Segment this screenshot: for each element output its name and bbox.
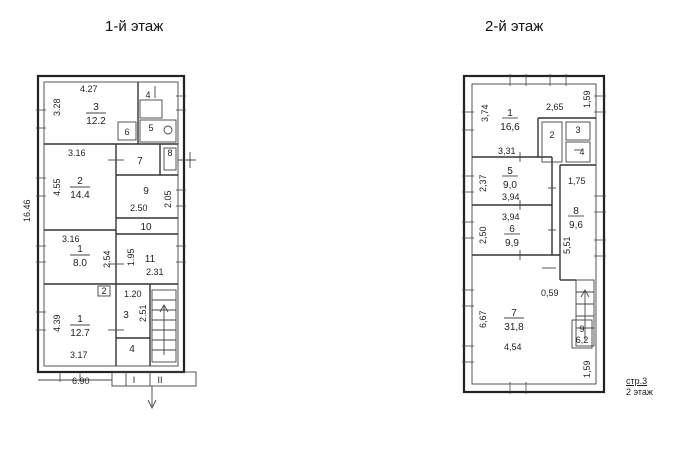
f2-room-7-num: 7 bbox=[511, 308, 517, 319]
f1-dim-height: 16.46 bbox=[22, 199, 32, 222]
f1-dim-r1-right: 2.54 bbox=[102, 250, 112, 268]
f1-room-4-small: 4 bbox=[129, 344, 135, 355]
f2-dim-right-bot: 1,59 bbox=[582, 360, 592, 378]
f2-dim-250: 2,50 bbox=[478, 226, 488, 244]
f2-room-2: 2 bbox=[549, 130, 554, 140]
f1-room-2-area: 14.4 bbox=[70, 190, 90, 201]
f1-dim-r11-h: 2.31 bbox=[146, 267, 164, 277]
f2-dim-175: 1,75 bbox=[568, 176, 586, 186]
floor2-windows bbox=[462, 74, 606, 394]
f1-room-2-small: 2 bbox=[101, 286, 106, 296]
f2-dim-331: 3,31 bbox=[498, 146, 516, 156]
f1-room-1b-num: 1 bbox=[77, 314, 83, 325]
f1-dim-r2-top: 3.16 bbox=[68, 148, 86, 158]
f1-room-1a-num: 1 bbox=[77, 244, 83, 255]
f2-room-1-num: 1 bbox=[507, 108, 513, 119]
floor1-windows bbox=[36, 95, 186, 382]
f1-dim-r2-left: 4.55 bbox=[52, 178, 62, 196]
f1-dim-r3-v: 2.51 bbox=[138, 304, 148, 322]
f2-dim-059: 0,59 bbox=[541, 288, 559, 298]
f1-room-4-top: 4 bbox=[145, 90, 150, 100]
f1-dim-r11-left: 1.95 bbox=[126, 248, 136, 266]
f1-room-8: 8 bbox=[167, 148, 172, 158]
floor2-plan: 3,74 2,65 1,59 3,31 1,75 2,37 3,94 3,94 … bbox=[462, 74, 606, 394]
f2-dim-551: 5,51 bbox=[562, 236, 572, 254]
f2-dim-265: 2,65 bbox=[546, 102, 564, 112]
f1-dim-bot-width: 3.17 bbox=[70, 350, 88, 360]
f1-stair-mark-2: II bbox=[157, 375, 162, 385]
f2-dim-right-top: 1,59 bbox=[582, 90, 592, 108]
f1-room-3-small: 3 bbox=[123, 310, 129, 321]
stamp-floor: 2 этаж bbox=[626, 387, 653, 397]
f2-dim-394b: 3,94 bbox=[502, 212, 520, 222]
f1-dim-r1-top: 3.16 bbox=[62, 234, 80, 244]
f2-room-6-area: 9,9 bbox=[505, 238, 519, 249]
f1-room-1b-area: 12.7 bbox=[70, 328, 90, 339]
floor1-outer-wall bbox=[36, 74, 186, 374]
f2-room-9-area: 6,2 bbox=[576, 335, 589, 345]
f1-stair-mark-1: I bbox=[133, 375, 136, 385]
f1-room-3-num: 3 bbox=[93, 102, 99, 113]
floor1-title: 1-й этаж bbox=[105, 18, 164, 35]
floor1-stairs bbox=[151, 289, 177, 363]
f1-room-7: 7 bbox=[137, 156, 143, 167]
f1-room-6: 6 bbox=[124, 127, 129, 137]
f1-room-9: 9 bbox=[143, 186, 149, 197]
f1-dim-top: 4.27 bbox=[80, 84, 98, 94]
f2-dim-left-top: 3,74 bbox=[480, 104, 490, 122]
f2-room-9-num: 9 bbox=[579, 324, 584, 334]
f2-room-7-area: 31,8 bbox=[504, 322, 524, 333]
f2-dim-667: 6,67 bbox=[478, 310, 488, 328]
f2-dim-394a: 3,94 bbox=[502, 192, 520, 202]
f1-room-5: 5 bbox=[148, 123, 153, 133]
floor2-outer-wall bbox=[462, 74, 606, 394]
stamp-page: стр.3 bbox=[626, 376, 648, 386]
f2-room-8-area: 9,6 bbox=[569, 220, 583, 231]
f2-dim-237: 2,37 bbox=[478, 174, 488, 192]
floor2-stairs bbox=[571, 279, 595, 349]
f1-room-3-area: 12.2 bbox=[86, 116, 106, 127]
floor1-porch bbox=[111, 371, 197, 387]
f1-dim-total-w: 6.90 bbox=[72, 376, 90, 386]
f1-dim-r9-v: 2.05 bbox=[163, 190, 173, 208]
f2-room-5-area: 9,0 bbox=[503, 180, 517, 191]
f2-room-6-num: 6 bbox=[509, 224, 515, 235]
f1-room-10: 10 bbox=[140, 222, 152, 233]
f1-room-1a-area: 8.0 bbox=[73, 258, 87, 269]
f2-room-4: 4 bbox=[579, 147, 584, 157]
f1-room-2-num: 2 bbox=[77, 176, 83, 187]
f1-dim-r9-h: 2.50 bbox=[130, 203, 148, 213]
f1-dim-left-top: 3.28 bbox=[52, 98, 62, 116]
floor2-inner-wall-line bbox=[471, 83, 597, 385]
floor1-plan: 4.27 3.28 3.16 4.55 2.05 2.50 16.46 3.16… bbox=[22, 74, 197, 410]
f1-room-11: 11 bbox=[145, 254, 156, 265]
f2-room-8-num: 8 bbox=[573, 206, 579, 217]
f2-room-1-area: 16,6 bbox=[500, 122, 520, 133]
f2-room-3: 3 bbox=[575, 125, 580, 135]
f2-dim-454: 4,54 bbox=[504, 342, 522, 352]
floor1-inner-wall-line bbox=[43, 81, 179, 367]
f1-dim-bot-left: 4.39 bbox=[52, 314, 62, 332]
floor2-title: 2-й этаж bbox=[485, 18, 544, 35]
f2-room-5-num: 5 bbox=[507, 166, 513, 177]
f1-dim-r3-top: 1.20 bbox=[124, 289, 142, 299]
